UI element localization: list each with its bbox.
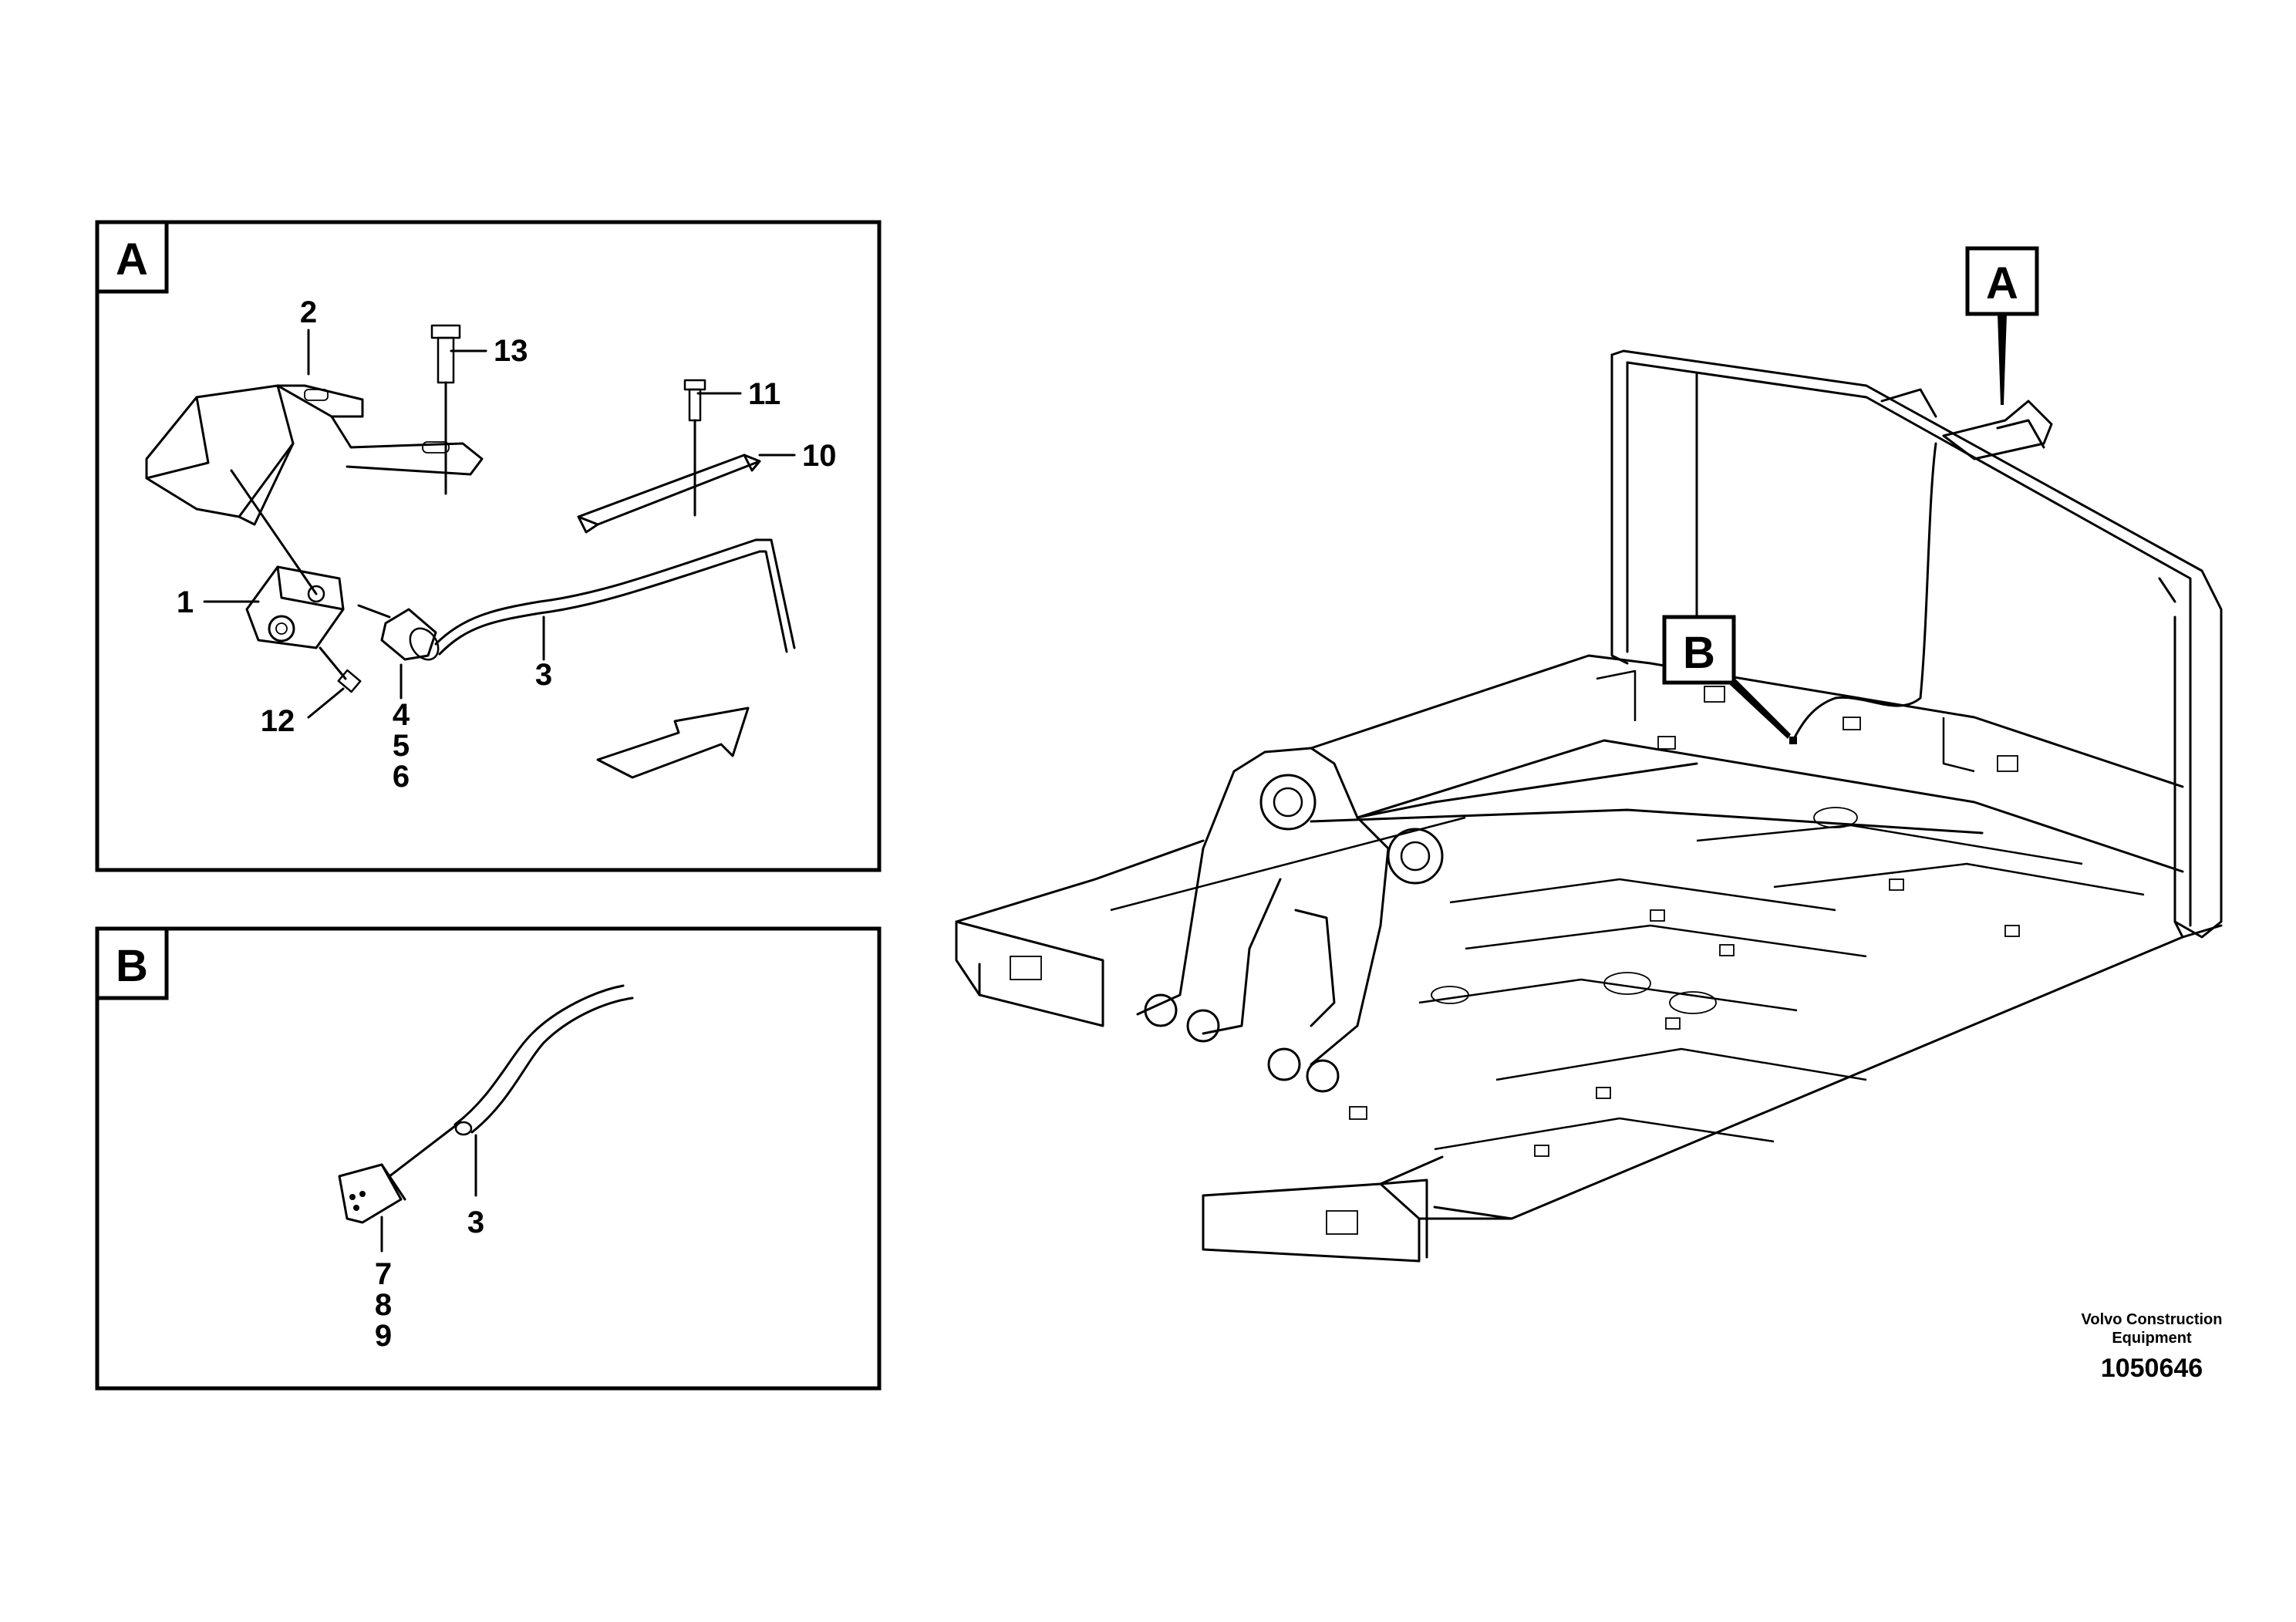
callout-5: 5 (393, 729, 410, 763)
plate-10 (577, 379, 761, 534)
callout-8: 8 (375, 1288, 392, 1322)
svg-text:B: B (1683, 628, 1715, 678)
bolt-13 (430, 324, 461, 495)
svg-text:A: A (1986, 258, 2018, 309)
callout-9: 9 (375, 1319, 392, 1353)
brand-line-1: Volvo Construction (2081, 1311, 2223, 1328)
direction-arrow (596, 706, 750, 779)
detail-a-tag-box (95, 220, 169, 294)
detail-a-panel: A (95, 220, 882, 872)
cable-b (388, 984, 634, 1178)
detail-a-tag: A (116, 234, 148, 285)
callout-3-b: 3 (467, 1206, 484, 1239)
document-number: 1050646 (2100, 1354, 2203, 1383)
detail-b-tag-box (95, 926, 169, 1000)
callout-3-a: 3 (535, 658, 552, 692)
callout-13: 13 (494, 334, 528, 368)
callout-2: 2 (300, 295, 317, 329)
overview-tag-b: B (1662, 615, 1791, 739)
machine-frame-overview (955, 349, 2223, 1263)
callout-4: 4 (393, 698, 410, 732)
callout-1: 1 (177, 585, 194, 619)
detail-b-panel: B 3 7 8 9 (95, 926, 882, 1391)
leader-lines-a (203, 329, 796, 719)
bracket-part (145, 384, 484, 526)
cable-harness (357, 538, 796, 661)
brand-line-2: Equipment (2112, 1330, 2192, 1347)
sensor-part (230, 469, 362, 693)
callout-11: 11 (748, 377, 781, 411)
callout-12: 12 (261, 704, 295, 738)
callout-7: 7 (375, 1257, 392, 1291)
callout-10: 10 (802, 439, 837, 473)
detail-b-tag: B (116, 941, 148, 991)
overview-tag-a: A (1965, 246, 2039, 405)
callout-6: 6 (393, 760, 410, 794)
connector-b (338, 1163, 406, 1253)
cable-route (1792, 442, 1937, 742)
